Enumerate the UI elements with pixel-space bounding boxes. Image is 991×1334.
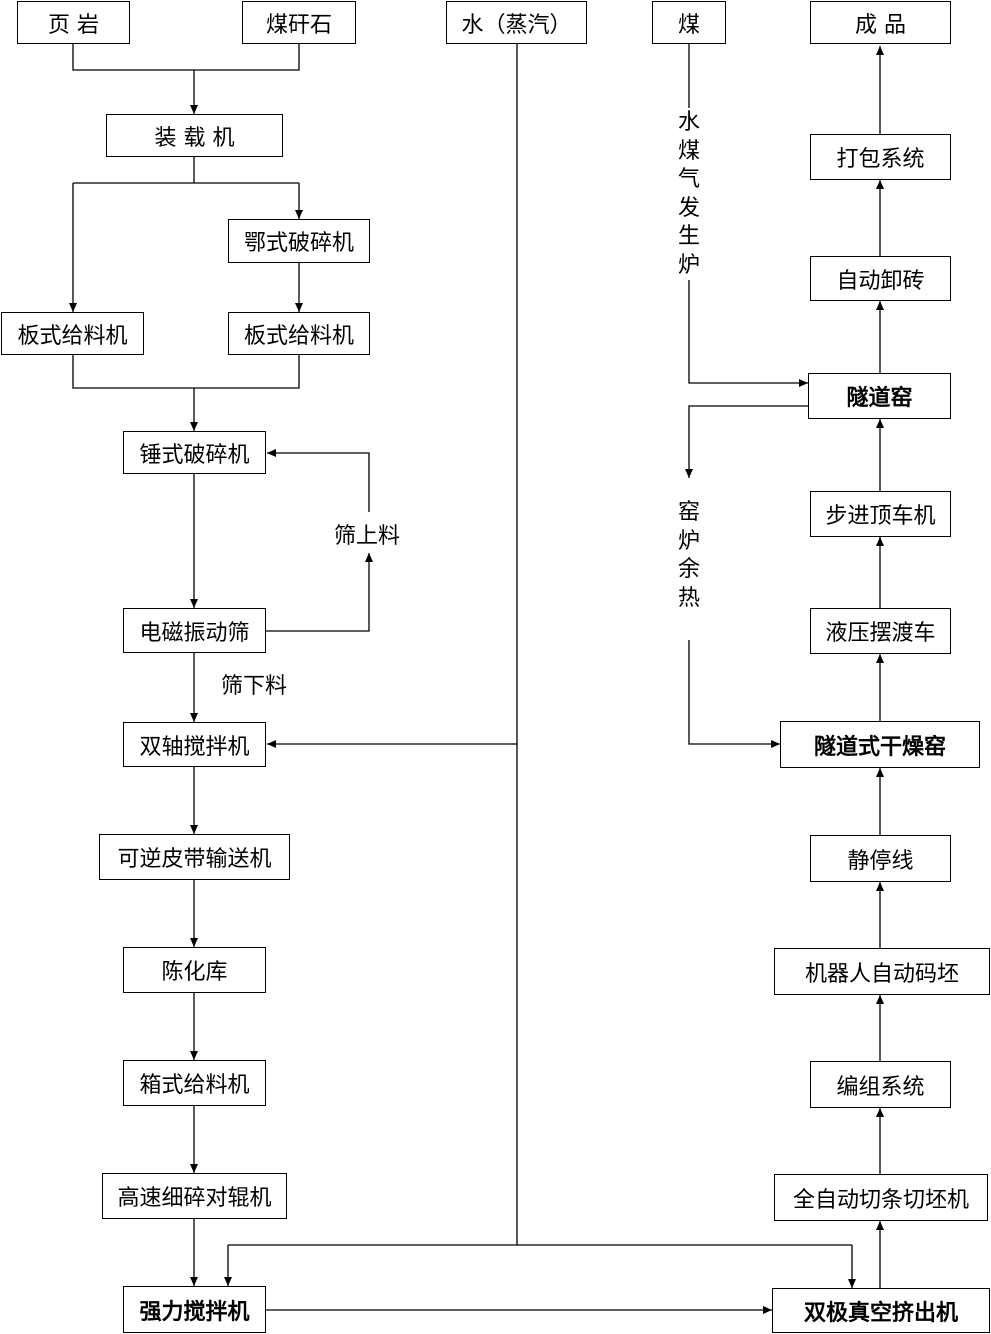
- reversible-belt-conveyor-label: 可逆皮带输送机: [117, 847, 272, 872]
- coal-box: 煤: [652, 1, 726, 44]
- auto-unloading-label: 自动卸砖: [836, 268, 925, 294]
- arrow-kiln-heat-out: [685, 405, 808, 478]
- reversible-belt-conveyor-box: 可逆皮带输送机: [99, 834, 290, 880]
- grouping-system-box: 编组系统: [810, 1061, 951, 1108]
- hammer-crusher-label: 锤式破碎机: [139, 442, 250, 468]
- static-line-box: 静停线: [810, 835, 951, 882]
- arrow-gas-to-kiln: [688, 280, 808, 387]
- packing-system-label: 打包系统: [836, 147, 925, 172]
- box-feeder-label: 箱式给料机: [139, 1073, 250, 1098]
- plate-merge-line: [72, 355, 300, 389]
- jaw-crusher-box: 鄂式破碎机: [228, 219, 370, 263]
- robot-stacking-label: 机器人自动码坯: [804, 961, 959, 987]
- hammer-crusher-box: 锤式破碎机: [123, 431, 266, 474]
- vibrating-screen-box: 电磁振动筛: [123, 608, 266, 653]
- auto-cutter-box: 全自动切条切坯机: [774, 1174, 988, 1221]
- arrow-oversize-back: [267, 449, 370, 512]
- packing-system-box: 打包系统: [810, 134, 951, 180]
- gasifier-label: 水煤气发生炉: [677, 110, 700, 278]
- plate-feeder-right-label: 板式给料机: [243, 323, 354, 349]
- vacuum-extruder-label: 双极真空挤出机: [803, 1300, 958, 1326]
- water-steam-box: 水（蒸汽）: [446, 1, 587, 44]
- fine-roller-crusher-label: 高速细碎对辊机: [117, 1186, 272, 1211]
- finished-product-label: 成 品: [855, 12, 906, 38]
- twin-shaft-mixer-label: 双轴搅拌机: [139, 734, 250, 760]
- auto-cutter-label: 全自动切条切坯机: [792, 1187, 969, 1213]
- vacuum-extruder-box: 双极真空挤出机: [772, 1288, 990, 1333]
- arrow-oversize-up: [265, 553, 373, 632]
- intensive-mixer-label: 强力搅拌机: [139, 1299, 250, 1325]
- aging-warehouse-label: 陈化库: [161, 960, 228, 985]
- coal-label: 煤: [677, 12, 700, 38]
- hydraulic-ferry-box: 液压摆渡车: [810, 608, 951, 654]
- tunnel-dryer-box: 隧道式干燥窑: [780, 721, 980, 768]
- undersize-label: 筛下料: [221, 674, 288, 699]
- stepping-pusher-box: 步进顶车机: [810, 491, 951, 537]
- plate-feeder-left-label: 板式给料机: [17, 323, 128, 349]
- coal-gangue-box: 煤矸石: [242, 1, 356, 44]
- shale-box: 页 岩: [17, 1, 130, 44]
- vibrating-screen-label: 电磁振动筛: [139, 620, 250, 646]
- static-line-label: 静停线: [847, 848, 914, 874]
- raw-merge-line: [72, 44, 300, 71]
- jaw-crusher-label: 鄂式破碎机: [243, 231, 354, 256]
- coal-gangue-label: 煤矸石: [265, 12, 332, 38]
- water-steam-label: 水（蒸汽）: [461, 12, 572, 38]
- auto-unloading-box: 自动卸砖: [810, 256, 951, 301]
- aging-warehouse-box: 陈化库: [123, 947, 266, 993]
- tunnel-kiln-box: 隧道窑: [808, 373, 951, 419]
- tunnel-kiln-label: 隧道窑: [846, 386, 913, 411]
- fine-roller-crusher-box: 高速细碎对辊机: [102, 1173, 287, 1219]
- plate-feeder-right-box: 板式给料机: [228, 312, 370, 355]
- shale-label: 页 岩: [48, 12, 99, 38]
- box-feeder-box: 箱式给料机: [123, 1060, 266, 1106]
- grouping-system-label: 编组系统: [836, 1074, 925, 1100]
- tunnel-dryer-label: 隧道式干燥窑: [813, 734, 946, 760]
- twin-shaft-mixer-box: 双轴搅拌机: [123, 722, 266, 767]
- arrow-heat-to-dryer: [688, 640, 780, 748]
- loader-label: 装 载 机: [154, 125, 235, 151]
- hydraulic-ferry-label: 液压摆渡车: [825, 621, 936, 646]
- plate-feeder-left-box: 板式给料机: [1, 312, 144, 355]
- waste-heat-label: 窑炉余热: [677, 500, 700, 611]
- stepping-pusher-label: 步进顶车机: [825, 504, 936, 529]
- loader-box: 装 载 机: [106, 114, 283, 157]
- robot-stacking-box: 机器人自动码坯: [774, 948, 990, 995]
- intensive-mixer-box: 强力搅拌机: [123, 1286, 266, 1333]
- finished-product-box: 成 品: [810, 1, 951, 44]
- oversize-label: 筛上料: [334, 524, 401, 549]
